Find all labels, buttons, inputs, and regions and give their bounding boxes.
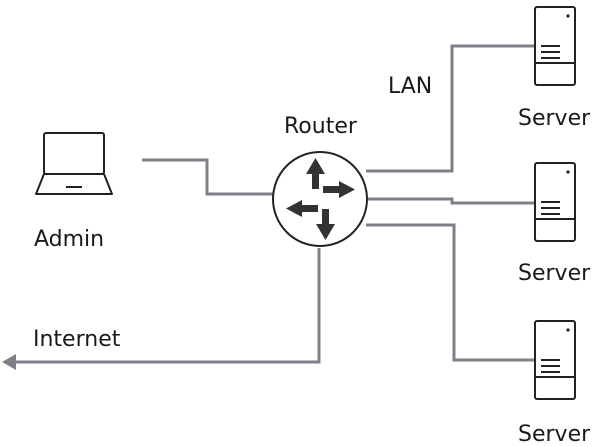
link-router-internet	[14, 248, 321, 364]
laptop-icon	[35, 132, 113, 195]
network-links	[14, 44, 535, 364]
internet-label: Internet	[33, 327, 121, 352]
link-admin-router	[142, 158, 278, 196]
admin-label: Admin	[34, 227, 105, 252]
server-label-1: Server	[518, 106, 591, 131]
link-router-server-2	[368, 197, 535, 205]
server-icon-3	[534, 320, 576, 400]
server-label-3: Server	[518, 422, 591, 447]
router-label: Router	[284, 114, 357, 139]
server-label-2: Server	[518, 261, 591, 286]
router-icon	[272, 151, 368, 247]
internet-arrow-head	[2, 354, 16, 370]
server-icon-1	[534, 6, 576, 86]
server-icon-2	[534, 162, 576, 242]
link-router-server-3	[366, 223, 535, 362]
lan-label: LAN	[388, 74, 433, 99]
link-router-server-1	[366, 44, 535, 173]
